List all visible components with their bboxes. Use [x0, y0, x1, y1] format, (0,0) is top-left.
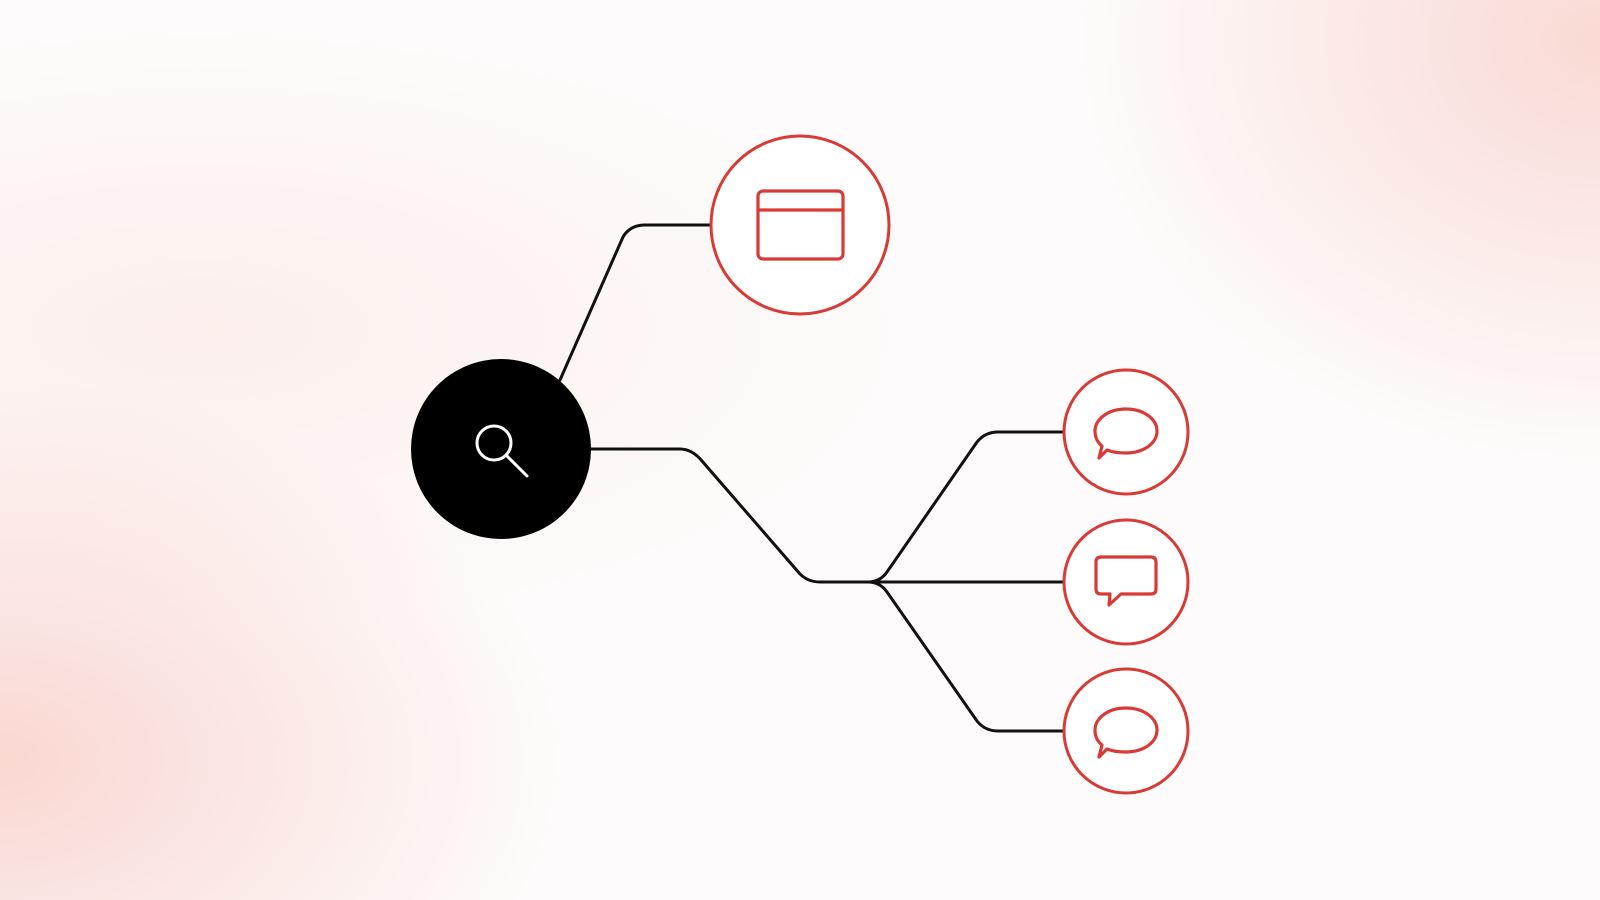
chat-bubble-round-icon: [1093, 706, 1159, 759]
connector-root-to-window: [558, 223, 714, 382]
child-node-window[interactable]: [709, 134, 891, 316]
browser-window-icon: [756, 189, 845, 261]
child-node-window-ring: [709, 134, 891, 316]
child-node-chat-bottom-ring: [1062, 667, 1190, 795]
search-icon: [475, 424, 529, 478]
root-node[interactable]: [411, 359, 591, 539]
child-node-chat-bottom[interactable]: [1062, 667, 1190, 795]
connector-junction-to-chat-bottom: [866, 580, 1066, 733]
child-node-chat-middle-ring: [1062, 518, 1190, 646]
child-node-chat-top-ring: [1062, 368, 1190, 496]
chat-bubble-round-icon: [1093, 407, 1159, 460]
child-node-chat-middle[interactable]: [1062, 518, 1190, 646]
root-node-circle: [411, 359, 591, 539]
connector-junction-to-chat-top: [866, 430, 1066, 584]
child-node-chat-top[interactable]: [1062, 368, 1190, 496]
chat-bubble-square-icon: [1094, 555, 1158, 607]
connector-root-to-junction: [588, 447, 870, 584]
